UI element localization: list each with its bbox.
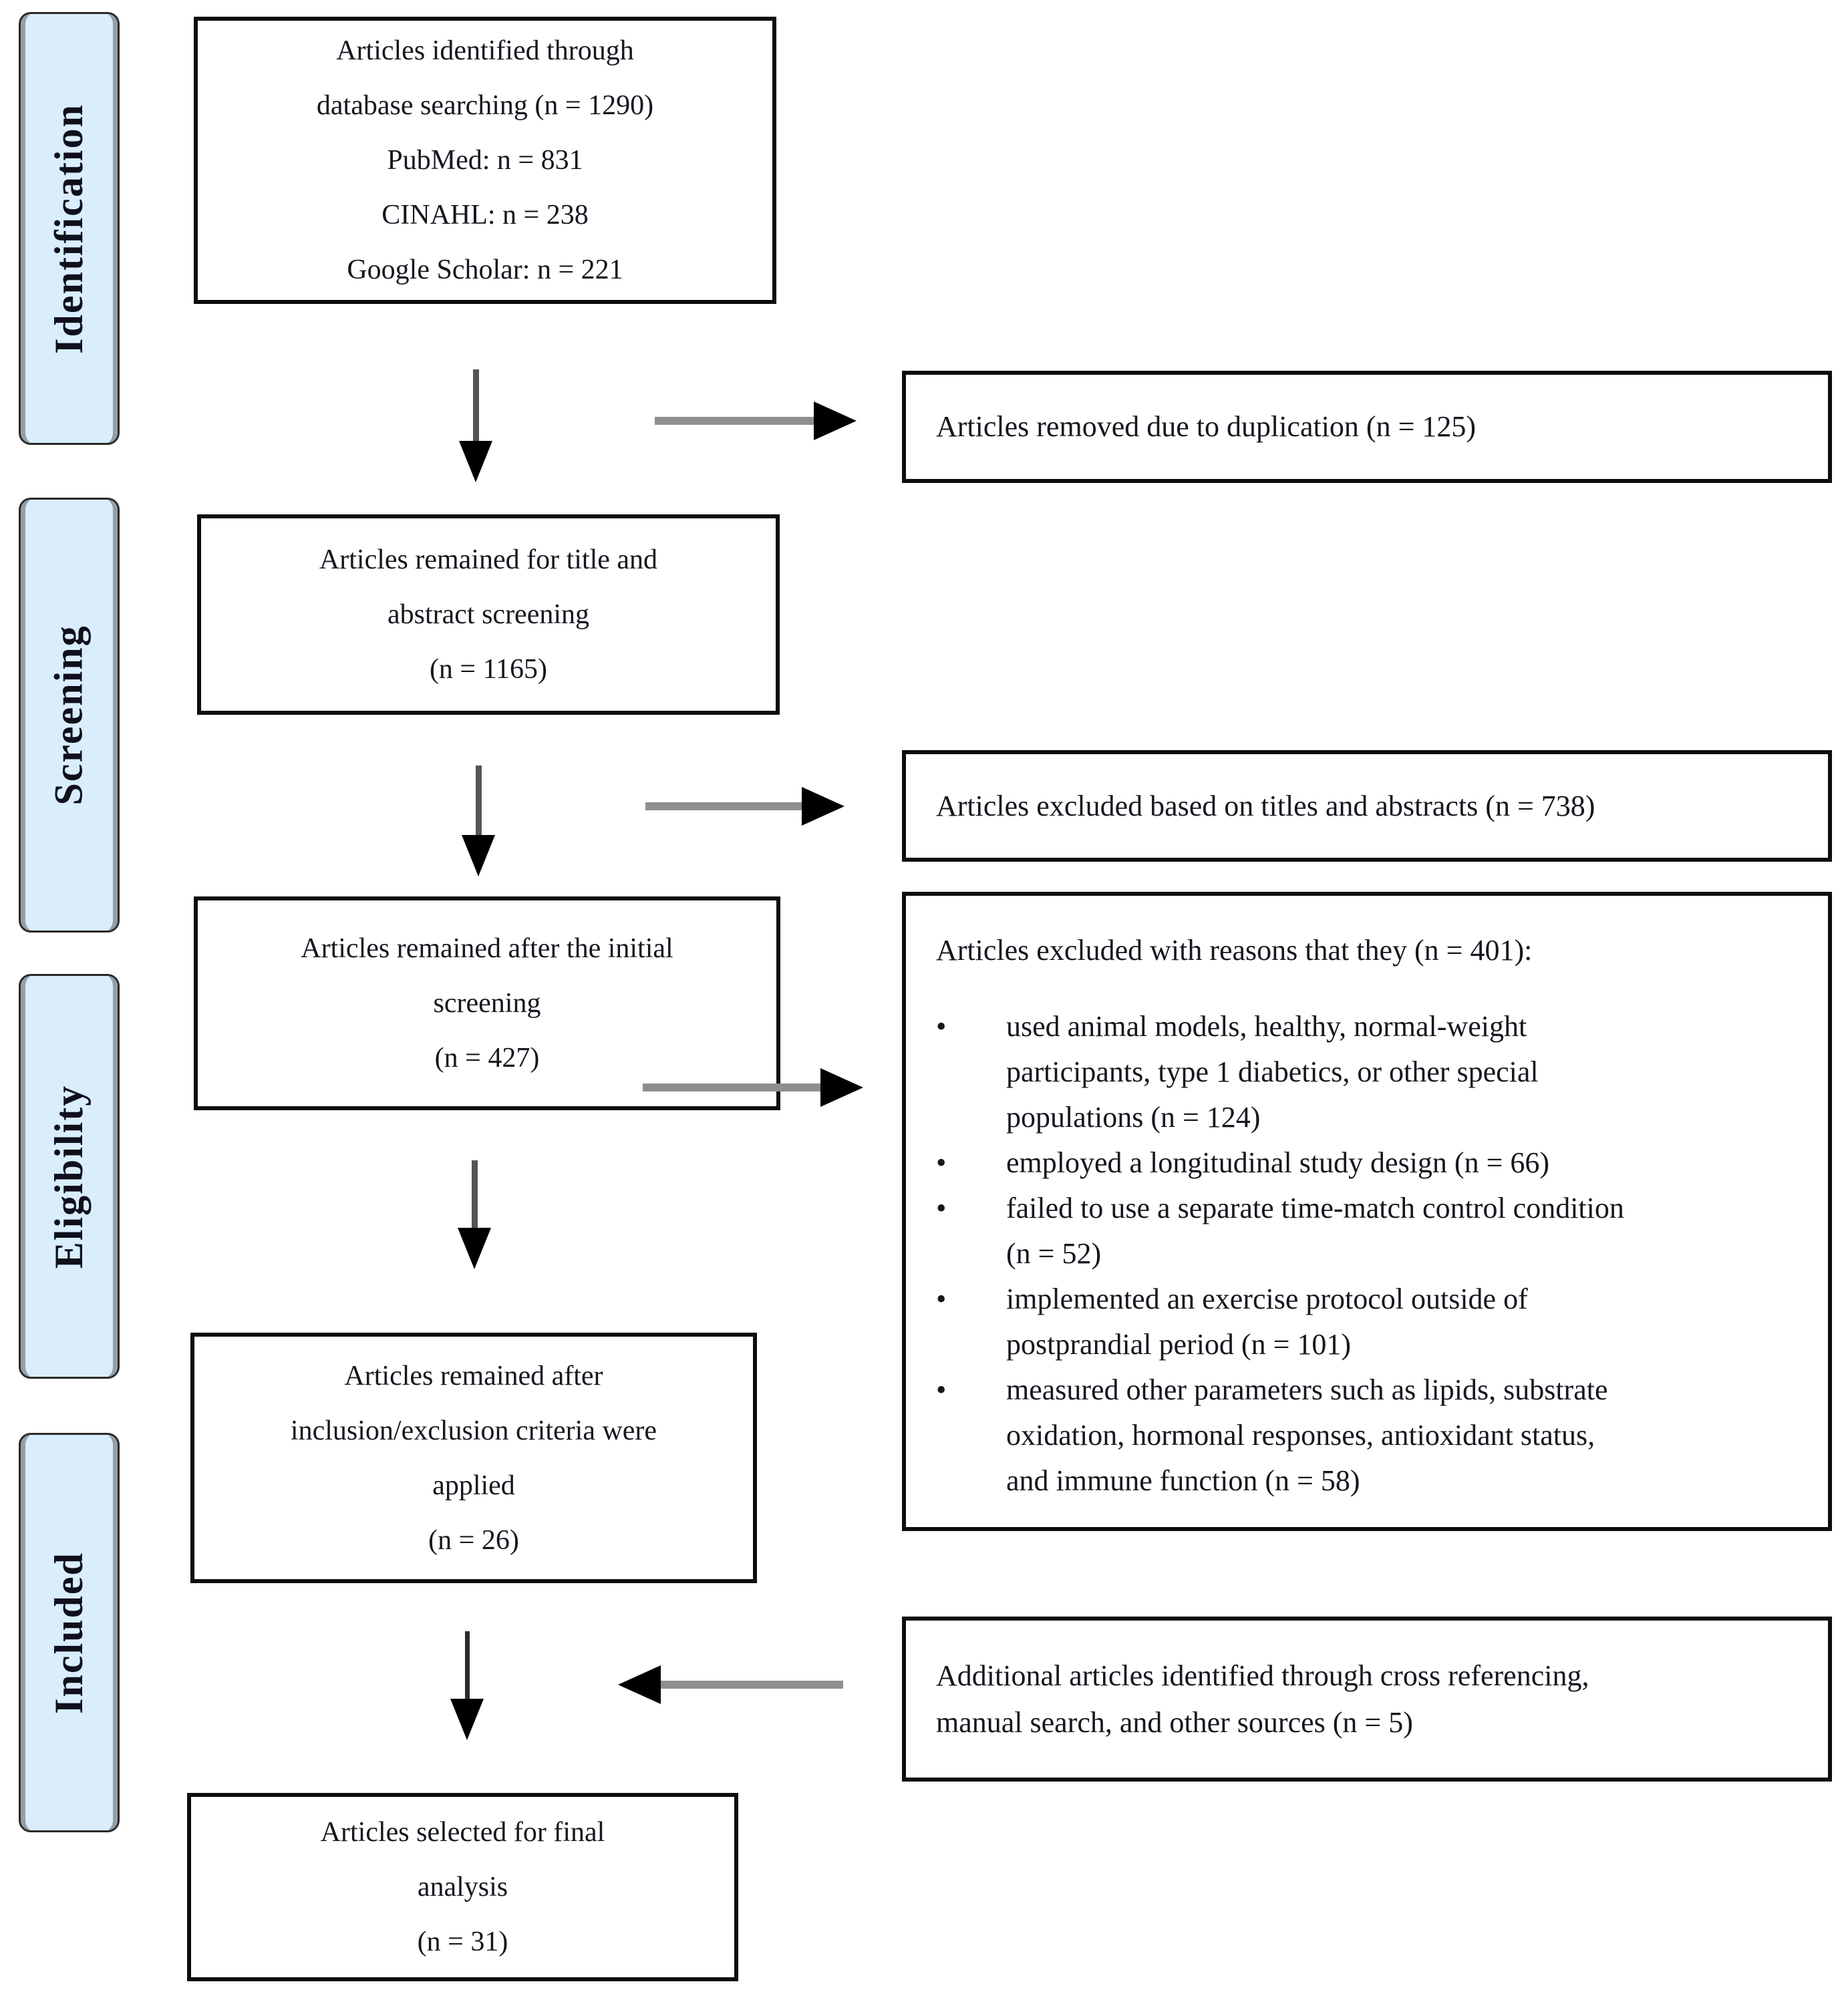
bullet-icon: • xyxy=(936,1146,947,1179)
flow-box-initial-screening-line: Articles remained after the initial xyxy=(301,933,673,964)
excluded-reason-line: failed to use a separate time-match cont… xyxy=(1006,1192,1624,1224)
excluded-reason-text: used animal models, healthy, normal-weig… xyxy=(1006,1004,1539,1140)
flow-box-identified-line: database searching (n = 1290) xyxy=(316,90,654,121)
excluded-reason-line: measured other parameters such as lipids… xyxy=(1006,1373,1608,1406)
excluded-reason-item: • implemented an exercise protocol outsi… xyxy=(936,1277,1808,1367)
excluded-reason-line: used animal models, healthy, normal-weig… xyxy=(1006,1010,1527,1043)
excluded-reason-line: (n = 52) xyxy=(1006,1237,1102,1270)
flow-box-final-analysis: Articles selected for final analysis (n … xyxy=(187,1793,738,1981)
flow-box-criteria-applied-line: Articles remained after xyxy=(344,1360,603,1391)
flow-box-initial-screening-line: (n = 427) xyxy=(434,1043,540,1073)
flow-box-identified: Articles identified through database sea… xyxy=(194,17,776,304)
stage-box-screening: Screening xyxy=(19,498,120,933)
bullet-icon: • xyxy=(936,1373,947,1406)
excluded-reason-line: populations (n = 124) xyxy=(1006,1101,1261,1134)
flow-box-title-abstract-line: (n = 1165) xyxy=(429,654,548,685)
stage-box-included: Included xyxy=(19,1433,120,1832)
stage-label-eligibility: Eligibility xyxy=(47,1084,92,1269)
excluded-reason-text: implemented an exercise protocol outside… xyxy=(1006,1277,1528,1367)
flow-box-final-analysis-line: Articles selected for final xyxy=(320,1817,605,1848)
excluded-reason-text: measured other parameters such as lipids… xyxy=(1006,1367,1608,1504)
stage-box-identification: Identification xyxy=(19,12,120,445)
flow-box-identified-line: CINAHL: n = 238 xyxy=(381,200,589,230)
excluded-reason-line: postprandial period (n = 101) xyxy=(1006,1328,1352,1361)
flow-box-identified-line: Articles identified through xyxy=(336,35,634,66)
bullet-icon: • xyxy=(936,1283,947,1315)
stage-label-included: Included xyxy=(47,1551,92,1714)
flow-box-title-abstract-line: Articles remained for title and xyxy=(319,544,658,575)
flow-box-identified-line: PubMed: n = 831 xyxy=(387,145,583,176)
excluded-reason-item: • used animal models, healthy, normal-we… xyxy=(936,1004,1808,1140)
flow-box-initial-screening-line: screening xyxy=(433,988,541,1019)
excluded-reason-text: failed to use a separate time-match cont… xyxy=(1006,1186,1624,1277)
stage-label-screening: Screening xyxy=(47,625,91,806)
side-box-excluded-with-reasons: Articles excluded with reasons that they… xyxy=(902,892,1832,1531)
flow-box-final-analysis-line: (n = 31) xyxy=(417,1927,508,1957)
excluded-reason-line: employed a longitudinal study design (n … xyxy=(1006,1146,1550,1179)
bullet-icon: • xyxy=(936,1192,947,1224)
flow-box-initial-screening: Articles remained after the initial scre… xyxy=(194,896,780,1110)
flow-box-criteria-applied-line: inclusion/exclusion criteria were xyxy=(290,1415,657,1446)
excluded-reason-line: oxidation, hormonal responses, antioxida… xyxy=(1006,1419,1595,1452)
flow-box-criteria-applied: Articles remained after inclusion/exclus… xyxy=(190,1333,757,1583)
side-box-additional-line: Additional articles identified through c… xyxy=(936,1659,1589,1692)
excluded-reason-line: participants, type 1 diabetics, or other… xyxy=(1006,1055,1539,1088)
side-box-excluded-titles-abstracts: Articles excluded based on titles and ab… xyxy=(902,750,1832,862)
flow-box-criteria-applied-line: applied xyxy=(432,1470,515,1501)
side-box-additional-sources: Additional articles identified through c… xyxy=(902,1617,1832,1782)
bullet-icon: • xyxy=(936,1010,947,1043)
excluded-reason-line: implemented an exercise protocol outside… xyxy=(1006,1283,1528,1315)
stage-box-eligibility: Eligibility xyxy=(19,974,120,1379)
flow-box-title-abstract-screening: Articles remained for title and abstract… xyxy=(197,514,780,715)
stage-label-identification: Identification xyxy=(47,103,92,354)
side-box-additional-line: manual search, and other sources (n = 5) xyxy=(936,1705,1413,1739)
flow-box-criteria-applied-line: (n = 26) xyxy=(428,1524,519,1556)
excluded-reason-item: • employed a longitudinal study design (… xyxy=(936,1140,1808,1186)
flow-box-identified-line: Google Scholar: n = 221 xyxy=(347,255,623,285)
excluded-reasons-header: Articles excluded with reasons that they… xyxy=(936,934,1533,967)
side-box-duplicates-line: Articles removed due to duplication (n =… xyxy=(936,410,1477,443)
excluded-reason-line: and immune function (n = 58) xyxy=(1006,1464,1360,1497)
side-box-excluded-titles-line: Articles excluded based on titles and ab… xyxy=(936,789,1595,822)
flow-box-final-analysis-line: analysis xyxy=(417,1872,508,1902)
side-box-duplicates-removed: Articles removed due to duplication (n =… xyxy=(902,371,1832,483)
flow-box-title-abstract-line: abstract screening xyxy=(387,599,590,630)
excluded-reason-item: • measured other parameters such as lipi… xyxy=(936,1367,1808,1504)
excluded-reason-item: • failed to use a separate time-match co… xyxy=(936,1186,1808,1277)
excluded-reason-text: employed a longitudinal study design (n … xyxy=(1006,1140,1549,1186)
